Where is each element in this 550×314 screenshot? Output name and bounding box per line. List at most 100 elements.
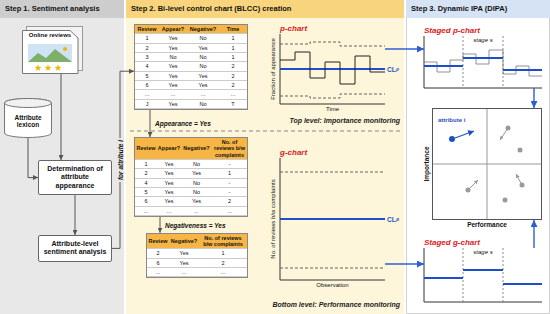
table-cell: No <box>181 160 212 169</box>
center-line-label: CLᵢᵖ <box>387 66 399 73</box>
table-cell: ... <box>181 207 212 216</box>
cylinder-top <box>5 99 52 108</box>
connector-arrow <box>112 71 134 248</box>
axis-label: Performance <box>467 221 507 228</box>
table-cell: Yes <box>157 179 181 188</box>
table-cell: ... <box>157 207 181 216</box>
node-label: Determination of attribute appearance <box>42 165 108 190</box>
table-header-cell: Review <box>135 138 157 160</box>
data-line <box>280 52 385 84</box>
connector-arrow <box>533 88 534 108</box>
center-line-label: CLᵢᵍ <box>387 216 399 223</box>
table-cell: ... <box>135 207 157 216</box>
table-cell: T <box>219 100 247 109</box>
node-label: Attribute lexicon <box>7 114 49 129</box>
node-label: Attribute-level sentiment analysis <box>42 240 108 257</box>
edge-label: Negativeness = Yes <box>164 221 227 228</box>
table-cell: No <box>181 179 212 188</box>
table-cell: ... <box>212 207 247 216</box>
process-box: Attribute-level sentiment analysis <box>38 235 112 262</box>
table-cell: Yes <box>181 197 212 206</box>
connector-arrow <box>385 48 424 49</box>
table-cell: ... <box>219 90 247 99</box>
table-cell: 6 <box>135 197 157 206</box>
table-cell: Yes <box>157 169 181 178</box>
attribute-dot <box>518 148 523 153</box>
stage-label: stage s <box>473 37 492 43</box>
table-cell: Yes <box>159 34 187 43</box>
table-header-cell: Negative? <box>187 25 219 34</box>
level-separator <box>130 131 400 132</box>
panel-heading: Step 1. Sentiment analysis <box>0 0 124 17</box>
step-panel: Step 1. Sentiment analysisOnline reviews… <box>0 0 124 314</box>
table-cell: 6 <box>135 81 159 90</box>
control-limit <box>280 268 385 269</box>
table-cell: Yes <box>157 160 181 169</box>
table-cell: Yes <box>157 197 181 206</box>
connector-arrow <box>28 138 38 178</box>
chart-title: g-chart <box>280 148 307 157</box>
axis-label: No. of reviews b/w complaints <box>270 179 276 258</box>
database-cylinder: Attribute lexicon <box>4 98 52 138</box>
panel-ground <box>126 0 404 314</box>
edge-label: Appearance = Yes <box>154 120 212 127</box>
table-header-cell: No. of reviews b/w complaints <box>199 234 247 250</box>
connector-arrow <box>160 217 161 233</box>
table-cell: 6 <box>147 259 169 268</box>
chart-axes <box>424 36 542 88</box>
data-table: ReviewNegative?No. of reviews b/w compla… <box>146 233 248 279</box>
panel-ground <box>407 1 550 314</box>
panel-header-band <box>126 0 404 18</box>
document-icon: Online reviews <box>22 26 84 74</box>
chart-axes <box>280 34 385 104</box>
table-cell: Yes <box>187 81 219 90</box>
attribute-dot <box>503 198 508 203</box>
node-label: Online reviews <box>22 26 78 39</box>
stage-divider <box>463 36 464 88</box>
table-header-cell: Time <box>219 25 247 34</box>
data-table: ReviewAppear?Negative?Time1YesNo12YesYes… <box>134 24 248 110</box>
table-cell: 2 <box>219 62 247 71</box>
table-cell: Yes <box>159 62 187 71</box>
table-cell: - <box>212 188 247 197</box>
cylinder-body <box>5 99 52 138</box>
connector-arrow <box>150 110 151 137</box>
stage-divider <box>463 248 464 302</box>
table-cell: ... <box>159 90 187 99</box>
chart-title: Staged g-chart <box>424 238 480 247</box>
chart-axes <box>280 158 385 280</box>
table-cell: 1 <box>135 160 157 169</box>
review-picture <box>63 47 67 51</box>
movement-arrow <box>516 174 522 185</box>
control-limit <box>280 172 385 173</box>
table-cell: ... <box>135 90 159 99</box>
table-cell: ... <box>147 268 169 277</box>
table-header-cell: Review <box>147 234 169 250</box>
center-line <box>424 58 542 70</box>
table-cell: Yes <box>159 100 187 109</box>
control-chart: g-chartNo. of reviews b/w complaintsObse… <box>280 158 385 280</box>
table-cell: 2 <box>212 197 247 206</box>
staged-chart: Staged p-chartstage s <box>424 36 542 88</box>
table-cell: Yes <box>169 249 199 258</box>
table-cell: Yes <box>159 72 187 81</box>
table-cell: ... <box>199 268 247 277</box>
rating-star <box>35 65 42 71</box>
edge-label: for attribute i <box>117 138 124 182</box>
connector-arrow <box>61 74 62 160</box>
process-box: Determination of attribute appearance <box>38 160 112 195</box>
table-cell: 4 <box>135 62 159 71</box>
data-line <box>424 50 542 76</box>
control-limit <box>280 42 385 46</box>
table-cell: Yes <box>187 72 219 81</box>
stage-label: stage s <box>473 249 492 255</box>
step-panel: Step 2. Bi-level control chart (BLCC) cr… <box>126 0 404 314</box>
table-cell: ... <box>169 268 199 277</box>
point-label: attribute i <box>438 117 465 123</box>
ipa-grid: ImportancePerformanceattribute i <box>432 108 542 220</box>
table-cell: - <box>212 160 247 169</box>
table-header-cell: No. of reviews b/w complaints <box>212 138 247 160</box>
level-caption: Top level: Importance monitoring <box>289 117 400 124</box>
axis-label: Observation <box>316 282 348 288</box>
table-cell: 2 <box>219 81 247 90</box>
